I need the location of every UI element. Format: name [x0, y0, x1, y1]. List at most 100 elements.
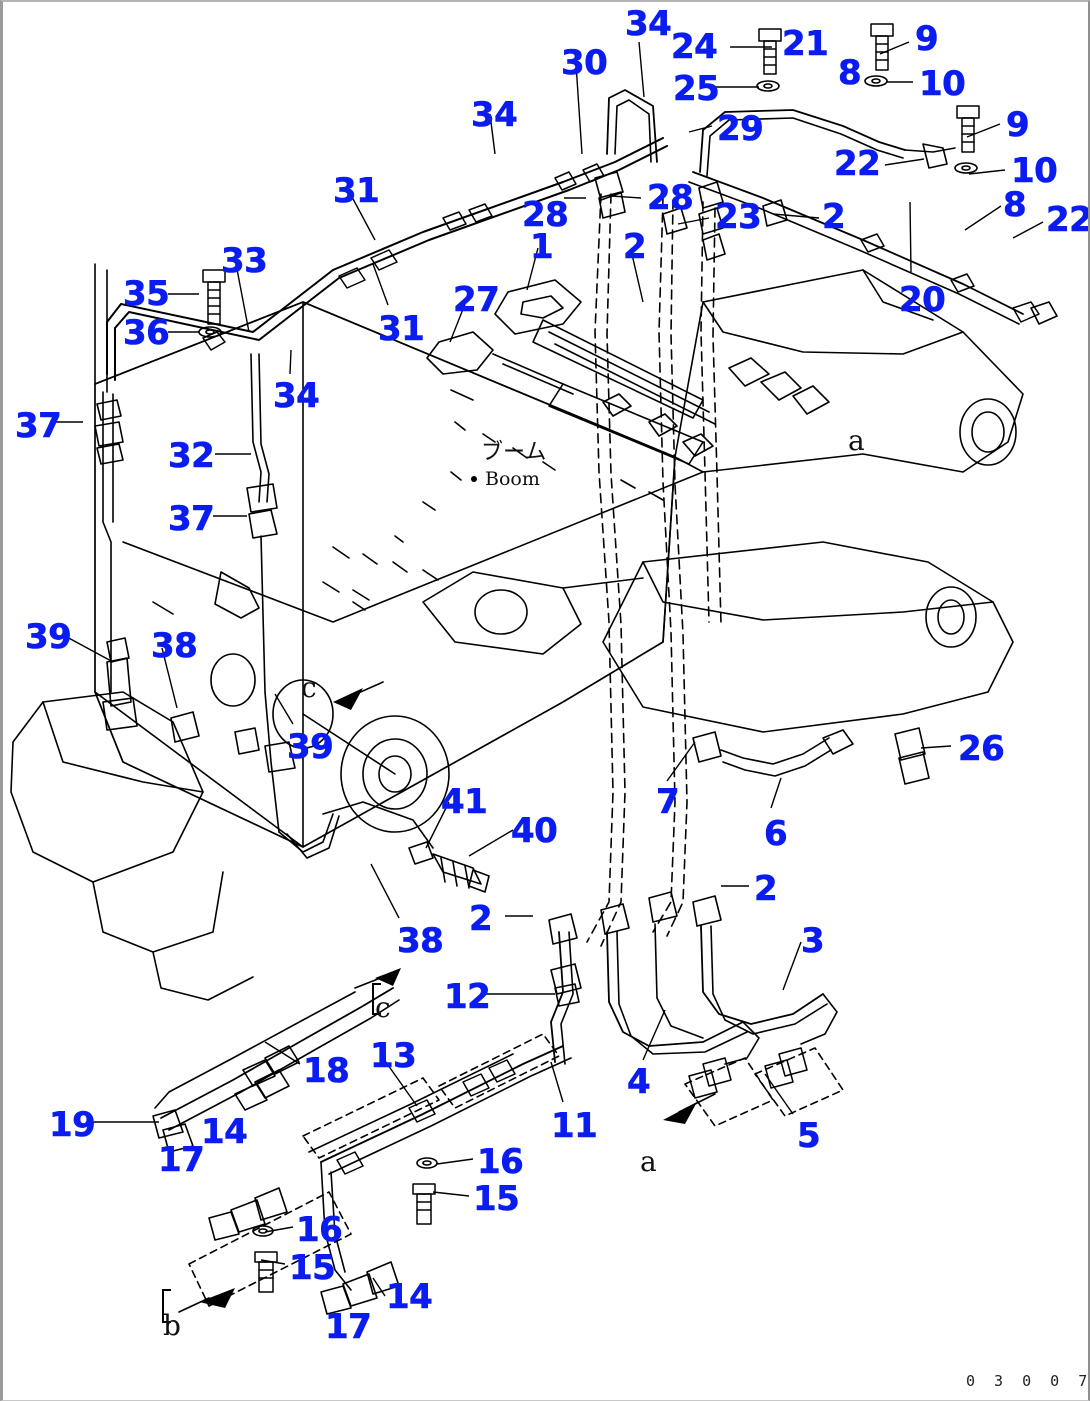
callout-number-16: 16	[296, 1210, 343, 1250]
drawing-number: 0 3 0 0 7 2 5 3	[966, 1372, 1088, 1390]
callout-number-15: 15	[473, 1179, 520, 1219]
callout-number-2: 2	[822, 197, 846, 237]
callout-number-31: 31	[333, 171, 380, 211]
section-letter-c-mid: c	[301, 671, 317, 704]
callout-number-10: 10	[919, 64, 966, 104]
callout-number-38: 38	[397, 921, 444, 961]
leader-line-l-33	[235, 263, 250, 333]
leader-line-l-41	[425, 801, 450, 849]
leader-line-l-31a	[351, 196, 376, 241]
callout-number-35: 35	[123, 274, 170, 314]
callout-number-31: 31	[378, 309, 425, 349]
leader-line-l-9a	[879, 41, 910, 55]
callout-number-40: 40	[511, 811, 558, 851]
leader-line-l-22a	[884, 158, 925, 166]
boom-label-english: Boom	[485, 468, 540, 490]
callout-number-14: 14	[386, 1277, 433, 1317]
callout-number-19: 19	[49, 1105, 96, 1145]
callout-number-17: 17	[325, 1307, 372, 1347]
callout-number-2: 2	[469, 899, 493, 939]
callout-number-22: 22	[1046, 200, 1090, 240]
leader-line-l-8b	[964, 205, 1002, 231]
boom-label-bullet	[471, 476, 477, 482]
callout-number-25: 25	[673, 69, 720, 109]
callout-number-24: 24	[671, 27, 718, 67]
callout-number-2: 2	[754, 869, 778, 909]
callout-number-6: 6	[764, 814, 788, 854]
leader-lines	[53, 41, 1044, 1297]
callout-number-37: 37	[15, 406, 62, 446]
boom-label-japanese: ブーム	[481, 440, 547, 465]
callout-number-22: 22	[834, 144, 881, 184]
section-letter-a-upper: a	[848, 424, 865, 457]
callout-number-32: 32	[168, 436, 215, 476]
callout-number-10: 10	[1011, 151, 1058, 191]
leader-line-l-29	[688, 125, 713, 133]
section-letter-b-lower: b	[163, 1309, 181, 1342]
leader-line-l-2b	[630, 249, 644, 303]
leader-line-l-30	[575, 63, 583, 155]
callout-number-9: 9	[1006, 105, 1030, 145]
leader-line-l-9b	[966, 123, 1001, 138]
callout-number-5: 5	[797, 1116, 821, 1156]
callout-number-28: 28	[647, 178, 694, 218]
leader-line-l-1	[526, 247, 539, 291]
callout-number-27: 27	[453, 280, 500, 320]
leader-line-l-10b	[968, 169, 1006, 175]
callout-number-37: 37	[168, 499, 215, 539]
leader-line-l-34a	[638, 41, 645, 98]
callout-number-29: 29	[717, 109, 764, 149]
leader-line-l-4	[642, 1009, 666, 1061]
leader-line-l-18	[264, 1041, 301, 1065]
callout-number-34: 34	[471, 95, 518, 135]
leader-line-l-22b	[1012, 221, 1044, 239]
callout-number-14: 14	[201, 1112, 248, 1152]
leader-line-l-16b	[264, 1226, 294, 1233]
leader-line-l-39a	[64, 635, 114, 663]
callout-number-7: 7	[656, 782, 680, 822]
callout-number-15: 15	[289, 1248, 336, 1288]
callout-number-8: 8	[1003, 185, 1027, 225]
callout-number-34: 34	[625, 4, 672, 44]
callout-number-38: 38	[151, 626, 198, 666]
leader-line-l-34c	[289, 349, 292, 375]
leader-line-l-39b	[274, 693, 294, 725]
callout-number-11: 11	[551, 1106, 598, 1146]
callout-number-2: 2	[623, 227, 647, 267]
callout-number-41: 41	[441, 782, 488, 822]
leader-line-l-27	[449, 303, 466, 343]
callout-number-36: 36	[123, 313, 170, 353]
section-letter-a-lower: a	[640, 1145, 657, 1178]
leader-line-l-40	[468, 829, 514, 857]
leader-line-l-26	[920, 745, 952, 749]
callout-number-33: 33	[221, 241, 268, 281]
leader-line-l-38b	[370, 863, 400, 919]
callout-number-23: 23	[715, 197, 762, 237]
leader-line-l-28b	[610, 195, 642, 199]
leader-line-l-31b	[372, 263, 389, 306]
leader-line-l-6	[770, 777, 782, 809]
boom-piping-illustration	[10, 23, 1058, 1323]
leader-line-l-15a	[432, 1191, 470, 1197]
callout-number-4: 4	[627, 1062, 651, 1102]
callout-number-30: 30	[561, 43, 608, 83]
leader-line-l-16a	[436, 1158, 474, 1165]
leader-line-l-23	[677, 217, 710, 225]
leader-line-l-15b	[260, 1259, 286, 1265]
leader-line-l-38a	[161, 647, 178, 709]
callout-number-16: 16	[477, 1142, 524, 1182]
callout-number-39: 39	[25, 617, 72, 657]
leader-line-l-14b	[372, 1277, 386, 1297]
leader-line-l-5	[764, 1073, 794, 1115]
callout-number-12: 12	[444, 977, 491, 1017]
leader-line-l-11	[550, 1061, 564, 1103]
callout-number-3: 3	[801, 921, 825, 961]
leader-line-l-20	[909, 201, 912, 273]
leader-line-l-34b	[489, 113, 496, 155]
leader-line-l-2a	[772, 213, 820, 219]
callout-number-21: 21	[782, 24, 829, 64]
callout-number-28: 28	[522, 195, 569, 235]
section-letter-c-lower: c	[375, 991, 391, 1024]
leader-line-l-3	[782, 941, 802, 991]
